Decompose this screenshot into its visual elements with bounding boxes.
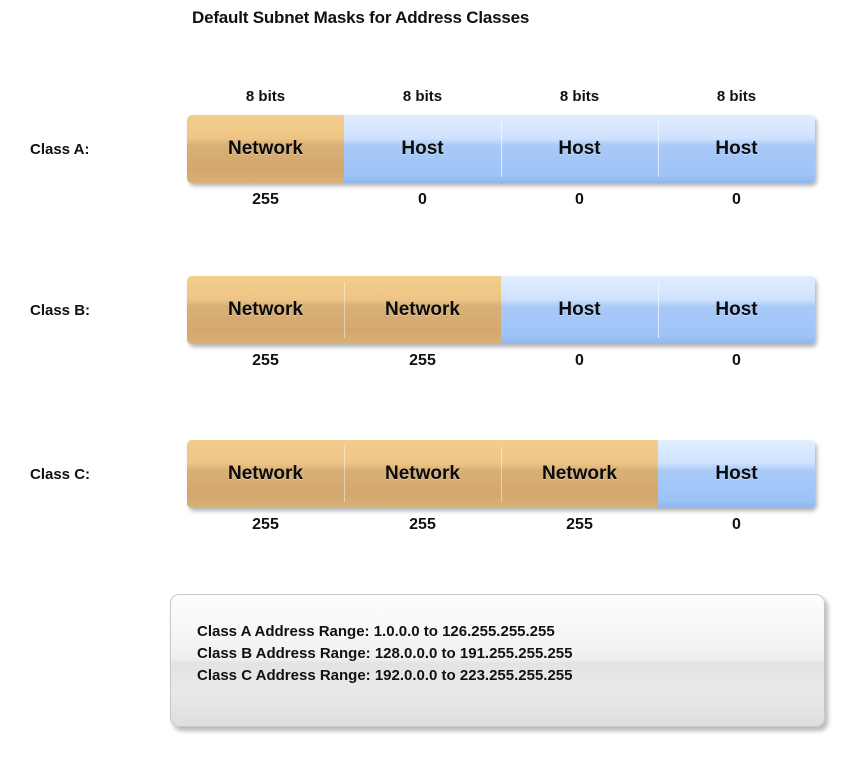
- mask-octet-2-3: 0: [575, 352, 584, 369]
- segment-network-2-2: Network: [344, 276, 501, 344]
- mask-octet-3-3: 255: [566, 516, 593, 533]
- bits-header-row: 8 bits 8 bits 8 bits 8 bits: [187, 86, 815, 108]
- address-range-info-box: Class A Address Range: 1.0.0.0 to 126.25…: [170, 594, 825, 727]
- class-label-1: Class A:: [30, 141, 90, 158]
- address-range-line-3: Class C Address Range: 192.0.0.0 to 223.…: [197, 667, 573, 684]
- segment-label: Host: [715, 138, 758, 159]
- segment-host-2-3: Host: [501, 276, 658, 344]
- page-title: Default Subnet Masks for Address Classes: [192, 8, 530, 27]
- mask-octet-1-2: 0: [418, 191, 427, 208]
- address-bar-2: Network Network Host Host: [187, 276, 815, 344]
- mask-octet-3-1: 255: [252, 516, 279, 533]
- mask-octet-3-2: 255: [409, 516, 436, 533]
- mask-octet-2-4: 0: [732, 352, 741, 369]
- class-label-3: Class C:: [30, 466, 91, 483]
- segment-label: Network: [228, 299, 303, 320]
- bits-label-octet-1: 8 bits: [245, 88, 286, 105]
- address-range-line-2: Class B Address Range: 128.0.0.0 to 191.…: [197, 645, 573, 662]
- segment-network-1-1: Network: [187, 115, 344, 183]
- segment-network-3-3: Network: [501, 440, 658, 508]
- segment-label: Network: [228, 138, 303, 159]
- address-range-line-1: Class A Address Range: 1.0.0.0 to 126.25…: [197, 623, 555, 640]
- segment-label: Network: [385, 299, 460, 320]
- segment-label: Host: [715, 299, 758, 320]
- segment-network-2-1: Network: [187, 276, 344, 344]
- segment-network-3-1: Network: [187, 440, 344, 508]
- bits-label-octet-3: 8 bits: [559, 88, 600, 105]
- mask-octet-1-1: 255: [252, 191, 279, 208]
- mask-octet-2-1: 255: [252, 352, 279, 369]
- subnet-mask-row-2: 255 255 0 0: [187, 348, 815, 374]
- mask-octet-1-3: 0: [575, 191, 584, 208]
- address-bar-1: Network Host Host Host: [187, 115, 815, 183]
- class-label-2: Class B:: [30, 302, 91, 319]
- mask-octet-3-4: 0: [732, 516, 741, 533]
- segment-host-2-4: Host: [658, 276, 815, 344]
- segment-host-1-2: Host: [344, 115, 501, 183]
- address-bar-3: Network Network Network Host: [187, 440, 815, 508]
- bits-label-octet-2: 8 bits: [402, 88, 443, 105]
- segment-label: Host: [558, 138, 601, 159]
- segment-label: Host: [558, 299, 601, 320]
- segment-label: Network: [542, 463, 617, 484]
- segment-host-1-3: Host: [501, 115, 658, 183]
- segment-label: Network: [385, 463, 460, 484]
- segment-label: Network: [228, 463, 303, 484]
- segment-host-1-4: Host: [658, 115, 815, 183]
- mask-octet-2-2: 255: [409, 352, 436, 369]
- mask-octet-1-4: 0: [732, 191, 741, 208]
- segment-host-3-4: Host: [658, 440, 815, 508]
- segment-label: Host: [401, 138, 444, 159]
- subnet-mask-row-1: 255 0 0 0: [187, 187, 815, 213]
- segment-label: Host: [715, 463, 758, 484]
- segment-network-3-2: Network: [344, 440, 501, 508]
- bits-label-octet-4: 8 bits: [716, 88, 757, 105]
- subnet-mask-row-3: 255 255 255 0: [187, 512, 815, 538]
